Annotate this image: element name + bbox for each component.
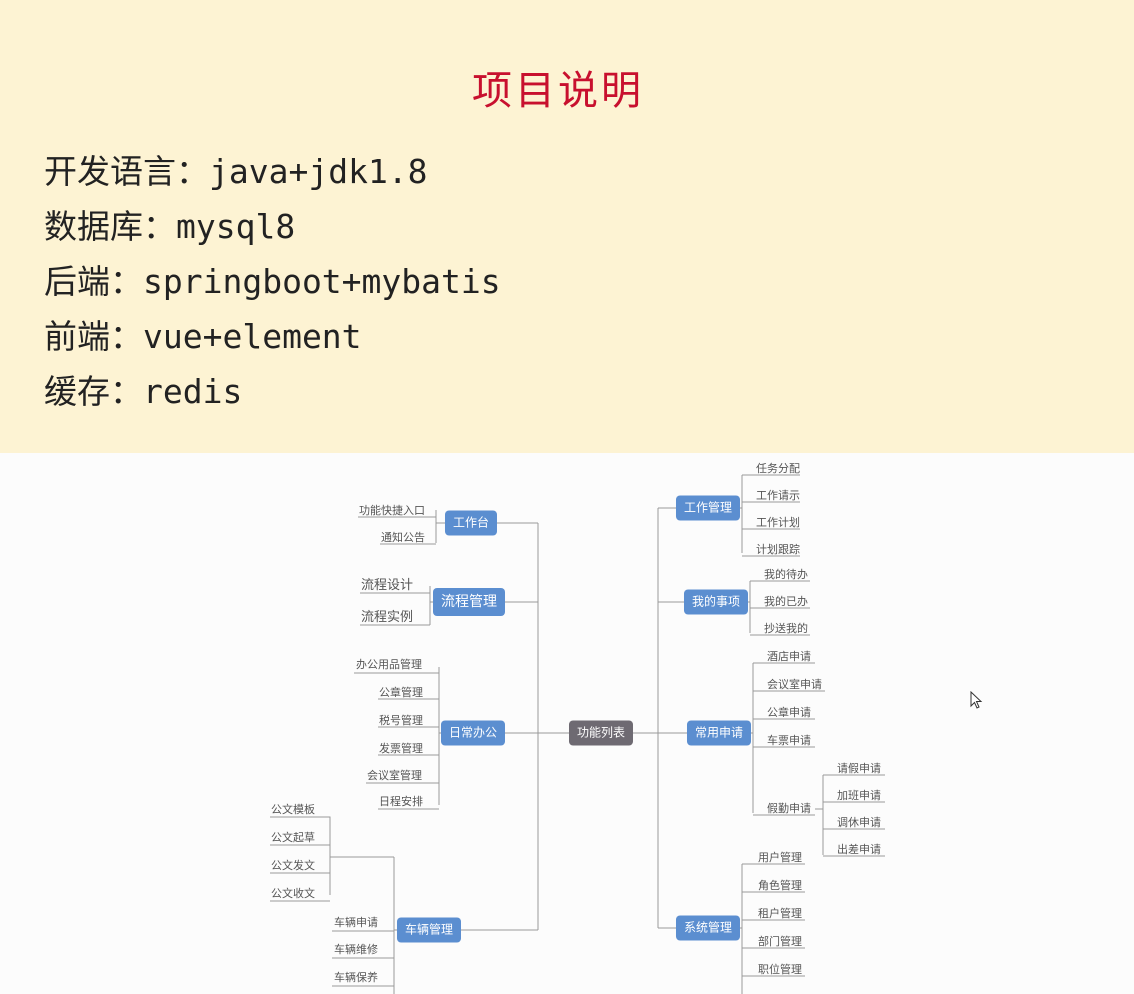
node-work-mgmt: 工作管理 — [675, 495, 741, 521]
mindmap-diagram: 功能列表 工作台 功能快捷入口 通知公告 流程管理 流程设计 流程实例 日常办公… — [0, 453, 1134, 994]
leaf-work-request: 工作请示 — [756, 489, 800, 502]
leaf-business-trip-apply: 出差申请 — [837, 843, 881, 856]
page-title: 项目说明 — [472, 68, 644, 114]
node-system-mgmt: 系统管理 — [675, 915, 741, 941]
center-node: 功能列表 — [568, 720, 634, 746]
mouse-cursor-icon — [970, 691, 983, 709]
node-my-items: 我的事项 — [683, 589, 749, 615]
leaf-plan-tracking: 计划跟踪 — [756, 543, 800, 556]
leaf-tenant-mgmt: 租户管理 — [758, 907, 802, 920]
leaf-process-instance: 流程实例 — [361, 610, 414, 625]
dev-language-line: 开发语言：java+jdk1.8 — [44, 152, 428, 191]
leaf-doc-receive: 公文收文 — [271, 887, 315, 900]
leaf-schedule: 日程安排 — [379, 795, 423, 808]
leaf-seal-apply: 公章申请 — [767, 706, 811, 719]
leaf-attendance-apply: 假勤申请 — [767, 802, 811, 815]
leaf-vehicle-maintain: 车辆保养 — [334, 971, 378, 984]
leaf-role-mgmt: 角色管理 — [758, 879, 802, 892]
leaf-cc-me: 抄送我的 — [764, 622, 808, 635]
node-workbench: 工作台 — [444, 510, 498, 536]
leaf-seal-mgmt: 公章管理 — [379, 686, 423, 699]
leaf-my-done: 我的已办 — [764, 595, 808, 608]
leaf-work-plan: 工作计划 — [756, 516, 800, 529]
leaf-notice: 通知公告 — [381, 531, 425, 544]
leaf-doc-draft: 公文起草 — [271, 831, 315, 844]
leaf-ticket-apply: 车票申请 — [767, 734, 811, 747]
leaf-process-design: 流程设计 — [361, 578, 414, 593]
leaf-office-supplies: 办公用品管理 — [356, 658, 422, 671]
mindmap-connectors — [270, 474, 885, 994]
leaf-my-todo: 我的待办 — [764, 568, 808, 581]
node-daily-office: 日常办公 — [440, 720, 506, 746]
database-line: 数据库：mysql8 — [44, 207, 296, 246]
leaf-shortcut-entry: 功能快捷入口 — [359, 504, 425, 517]
leaf-doc-template: 公文模板 — [271, 803, 315, 816]
leaf-tax-mgmt: 税号管理 — [379, 714, 423, 727]
leaf-user-mgmt: 用户管理 — [758, 851, 802, 864]
node-vehicle: 车辆管理 — [396, 917, 462, 943]
leaf-overtime-apply: 加班申请 — [837, 789, 881, 802]
leaf-hotel-apply: 酒店申请 — [767, 650, 811, 663]
leaf-invoice-mgmt: 发票管理 — [379, 742, 423, 755]
header-panel: 项目说明 开发语言：java+jdk1.8 数据库：mysql8 后端：spri… — [0, 0, 1134, 453]
leaf-task-assign: 任务分配 — [756, 462, 800, 475]
node-process: 流程管理 — [433, 588, 505, 616]
leaf-vehicle-repair: 车辆维修 — [334, 943, 378, 956]
leaf-leave-apply: 请假申请 — [837, 762, 881, 775]
leaf-position-mgmt: 职位管理 — [758, 963, 802, 976]
leaf-shift-off-apply: 调休申请 — [837, 816, 881, 829]
node-common-apply: 常用申请 — [686, 720, 752, 746]
backend-line: 后端：springboot+mybatis — [44, 262, 501, 301]
leaf-vehicle-apply: 车辆申请 — [334, 916, 378, 929]
leaf-doc-send: 公文发文 — [271, 859, 315, 872]
leaf-meeting-room-mgmt: 会议室管理 — [367, 769, 422, 782]
leaf-meeting-room-apply: 会议室申请 — [767, 678, 822, 691]
leaf-dept-mgmt: 部门管理 — [758, 935, 802, 948]
cache-line: 缓存：redis — [44, 372, 243, 411]
frontend-line: 前端：vue+element — [44, 317, 362, 356]
